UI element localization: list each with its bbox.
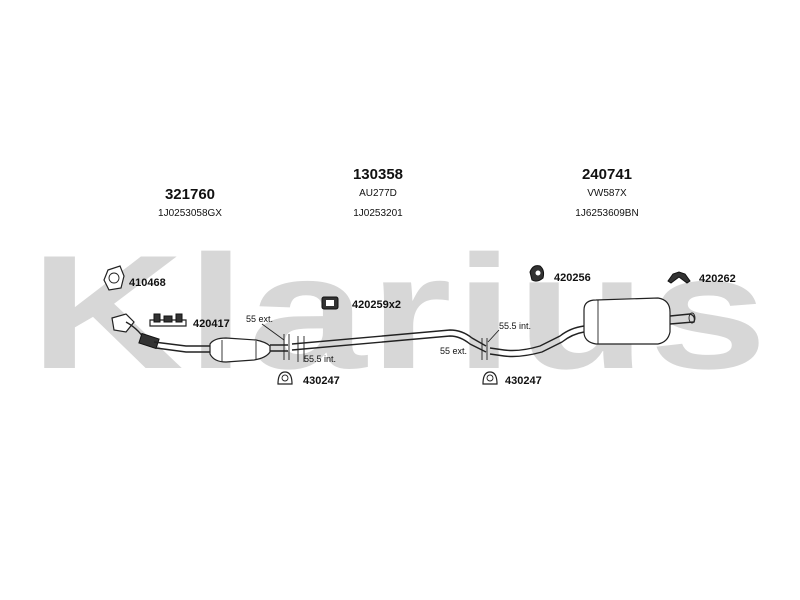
part-number: 410468 <box>129 277 166 289</box>
part-430247: 430247 <box>277 371 340 387</box>
dimension-label: 55 ext. <box>246 314 273 324</box>
assembly-part-number: 321760 <box>165 186 215 203</box>
part-420256: 420256 <box>529 265 591 284</box>
clamp-icon <box>277 371 293 385</box>
assembly-part-number: 240741 <box>582 166 632 183</box>
assembly-front-pipe-label: 321760 1J0253058GX <box>158 186 222 219</box>
hanger-strap-icon <box>667 271 691 284</box>
dimension-label: 55 ext. <box>440 346 467 356</box>
part-number: 430247 <box>303 375 340 387</box>
part-420259x2: 420259x2 <box>321 296 401 311</box>
dimension-label: 55.5 int. <box>304 354 336 364</box>
assembly-center-pipe-label: 130358 AU277D 1J0253201 <box>353 166 403 219</box>
part-number: 420259x2 <box>352 299 401 311</box>
rear-silencer: 55 ext. <box>440 297 696 358</box>
part-420417: 420417 <box>149 313 230 330</box>
bracket-icon <box>149 313 187 327</box>
assembly-oem-number: 1J6253609BN <box>575 208 638 219</box>
assembly-oem-number: 1J0253058GX <box>158 208 222 219</box>
assembly-sub-code: VW587X <box>587 188 627 199</box>
center-pipe: 55.5 int. 55.5 int. <box>291 321 531 364</box>
dimension-label: 55.5 int. <box>499 321 531 331</box>
gasket-icon <box>103 265 125 291</box>
hanger-icon <box>529 265 545 282</box>
rubber-mount-icon <box>321 296 339 310</box>
front-pipe-catalytic-converter: 55 ext. <box>111 313 290 363</box>
assembly-sub-code: AU277D <box>359 188 397 199</box>
part-420262: 420262 <box>667 271 736 285</box>
part-number: 420417 <box>193 318 230 330</box>
part-410468: 410468 <box>103 265 166 291</box>
assembly-rear-silencer-label: 240741 VW587X 1J6253609BN <box>575 166 638 219</box>
part-number: 420262 <box>699 273 736 285</box>
assembly-oem-number: 1J0253201 <box>353 208 403 219</box>
part-number: 430247 <box>505 375 542 387</box>
part-number: 420256 <box>554 272 591 284</box>
clamp-icon <box>482 371 498 385</box>
part-430247: 430247 <box>482 371 542 387</box>
assembly-part-number: 130358 <box>353 166 403 183</box>
